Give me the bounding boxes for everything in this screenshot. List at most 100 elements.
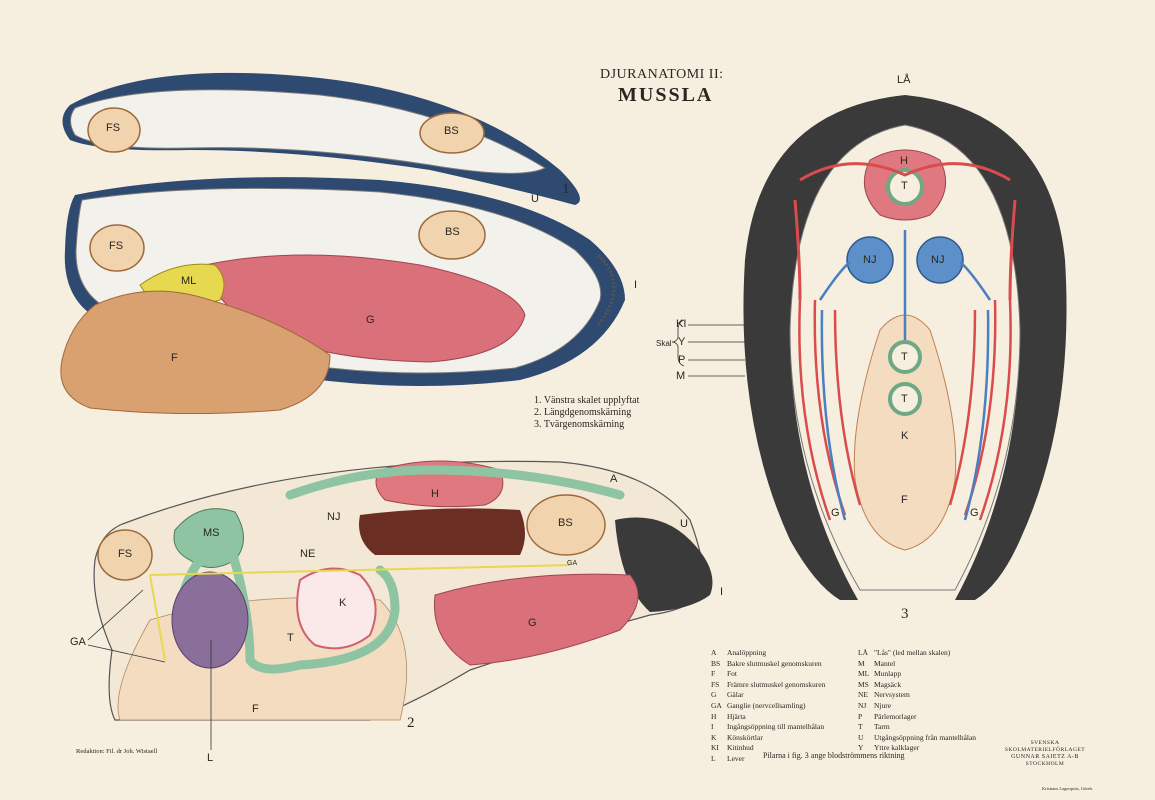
label-fig3-g-left: G <box>831 507 840 519</box>
label-fig2-l: L <box>207 752 214 764</box>
label-fig2-ms: MS <box>203 527 220 539</box>
label-fig3-k: K <box>901 430 909 442</box>
label-fig2-t: T <box>287 632 294 644</box>
label-fig1-i: I <box>634 279 638 291</box>
label-fig1-fs-top: FS <box>106 122 121 134</box>
label-fig3-m: M <box>676 370 686 382</box>
label-fig2-i: I <box>720 586 724 598</box>
arteries-fig3 <box>793 162 1017 301</box>
figure-3-number: 3 <box>901 606 909 622</box>
shell-edge-fig2 <box>615 517 713 612</box>
publisher-line-2: GUNNAR SAIETZ A-B <box>1011 754 1079 760</box>
upper-fs-muscle <box>87 107 141 153</box>
label-fig3-nj1: NJ <box>863 254 877 266</box>
poster-subtitle: DJURANATOMI II: <box>600 67 724 82</box>
label-fig3-y: Y <box>678 336 686 348</box>
ligament-fringe <box>596 253 616 326</box>
publisher-line-1: SVENSKA SKOLMATERIELFÖRLAGET <box>1004 740 1086 753</box>
label-fig3-nj2: NJ <box>931 254 945 266</box>
figure-1-number: 1 <box>562 181 570 197</box>
label-fig2-f: F <box>252 703 259 715</box>
fs-muscle-fig2 <box>97 529 153 581</box>
redaction-credit: Redaktion: Fil. dr Joh. Wistaell <box>76 748 158 755</box>
foot-fig1 <box>60 290 331 415</box>
label-fig2-k: K <box>339 597 347 609</box>
label-fig3-skal: Skal <box>656 339 672 348</box>
label-fig3-ki: KI <box>676 318 687 330</box>
label-fig1-ml: ML <box>181 275 197 287</box>
ga-pointer-1 <box>87 589 144 641</box>
label-fig1-fs: FS <box>109 240 124 252</box>
figure-2-number: 2 <box>407 715 415 731</box>
figure-3-cross-section <box>671 95 1067 600</box>
label-fig1-u: U <box>531 193 539 205</box>
skal-brace <box>671 319 685 367</box>
label-fig2-u: U <box>680 518 688 530</box>
printer-credit: Kristians Lagerquist, Göteb. <box>1042 786 1093 791</box>
label-fig3-g-right: G <box>970 507 979 519</box>
label-fig3-t2: T <box>901 351 908 363</box>
bs-muscle-fig2 <box>526 494 606 556</box>
caption-3: 3. Tvärgenomskärning <box>534 419 625 430</box>
lower-fs-muscle <box>89 224 145 272</box>
label-fig3-t3: T <box>901 393 908 405</box>
label-fig2-ga-small: GA <box>567 560 578 567</box>
kidney-right-fig3 <box>916 236 964 284</box>
caption-2: 2. Längdgenomskärning <box>534 407 632 418</box>
label-fig2-fs: FS <box>118 548 133 560</box>
label-fig1-bs-top: BS <box>444 125 459 137</box>
label-fig3-t1: T <box>901 180 908 192</box>
label-fig1-f: F <box>171 352 178 364</box>
gill-fig2 <box>433 573 639 666</box>
foot-fig3 <box>853 314 957 551</box>
caption-1: 1. Vänstra skalet upplyftat <box>534 395 640 406</box>
poster-title: MUSSLA <box>618 84 714 106</box>
figure-2-longitudinal-section <box>87 460 713 750</box>
publisher-line-3: STOCKHOLM <box>1025 761 1065 767</box>
kidney-fig2 <box>359 508 525 555</box>
arrow-note: Pilarna i fig. 3 ange blodströmmens rikt… <box>763 751 905 760</box>
label-fig2-h: H <box>431 488 439 500</box>
label-fig2-ga: GA <box>70 636 86 648</box>
label-fig2-g: G <box>528 617 537 629</box>
label-fig3-p: P <box>678 354 686 366</box>
ga-pointer-2 <box>87 644 166 663</box>
lower-bs-muscle <box>418 210 486 260</box>
label-fig2-nj: NJ <box>327 511 341 523</box>
upper-bs-muscle <box>419 112 485 154</box>
label-fig3-la: LÅ <box>897 74 911 86</box>
label-fig3-f: F <box>901 494 908 506</box>
gonad-fig2 <box>296 567 377 650</box>
intestine-ring-3 <box>888 382 922 416</box>
nerve-fig2 <box>149 564 571 661</box>
label-fig2-ne: NE <box>300 548 316 560</box>
intestine-ring-1 <box>886 168 924 206</box>
veins-fig3 <box>818 230 992 521</box>
label-fig1-bs: BS <box>445 226 460 238</box>
label-fig3-h: H <box>900 155 908 167</box>
liver-fig2 <box>171 571 249 669</box>
legend-row: LÅ"Lås" (led mellan skalen) <box>858 648 951 657</box>
publisher-block: SVENSKA SKOLMATERIELFÖRLAGET GUNNAR SAIE… <box>990 740 1100 768</box>
